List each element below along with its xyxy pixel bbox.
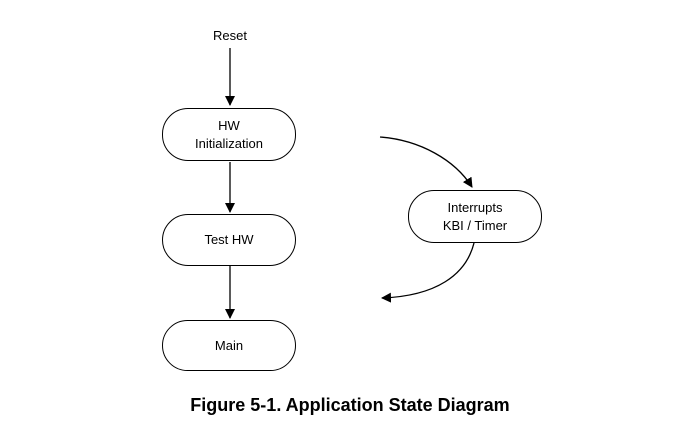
test-hw-label: Test HW [204, 232, 254, 247]
main-state: Main [162, 320, 296, 371]
hw-init-line1: HW [218, 117, 240, 133]
interrupts-line1: Interrupts [447, 199, 503, 215]
arrow-from-interrupts [381, 242, 475, 303]
figure-caption: Figure 5-1. Application State Diagram [190, 395, 510, 415]
main-label: Main [214, 337, 244, 353]
hw-initialization-state: HW Initialization [162, 108, 296, 161]
interrupts-line2: KBI / Timer [442, 217, 508, 233]
test-hw-state: Test HW [162, 214, 296, 266]
reset-label: Reset [213, 28, 247, 43]
hw-init-line2: Initialization [195, 135, 263, 151]
arrow-into-interrupts [379, 136, 473, 188]
interrupts-state: Interrupts KBI / Timer [408, 190, 542, 243]
